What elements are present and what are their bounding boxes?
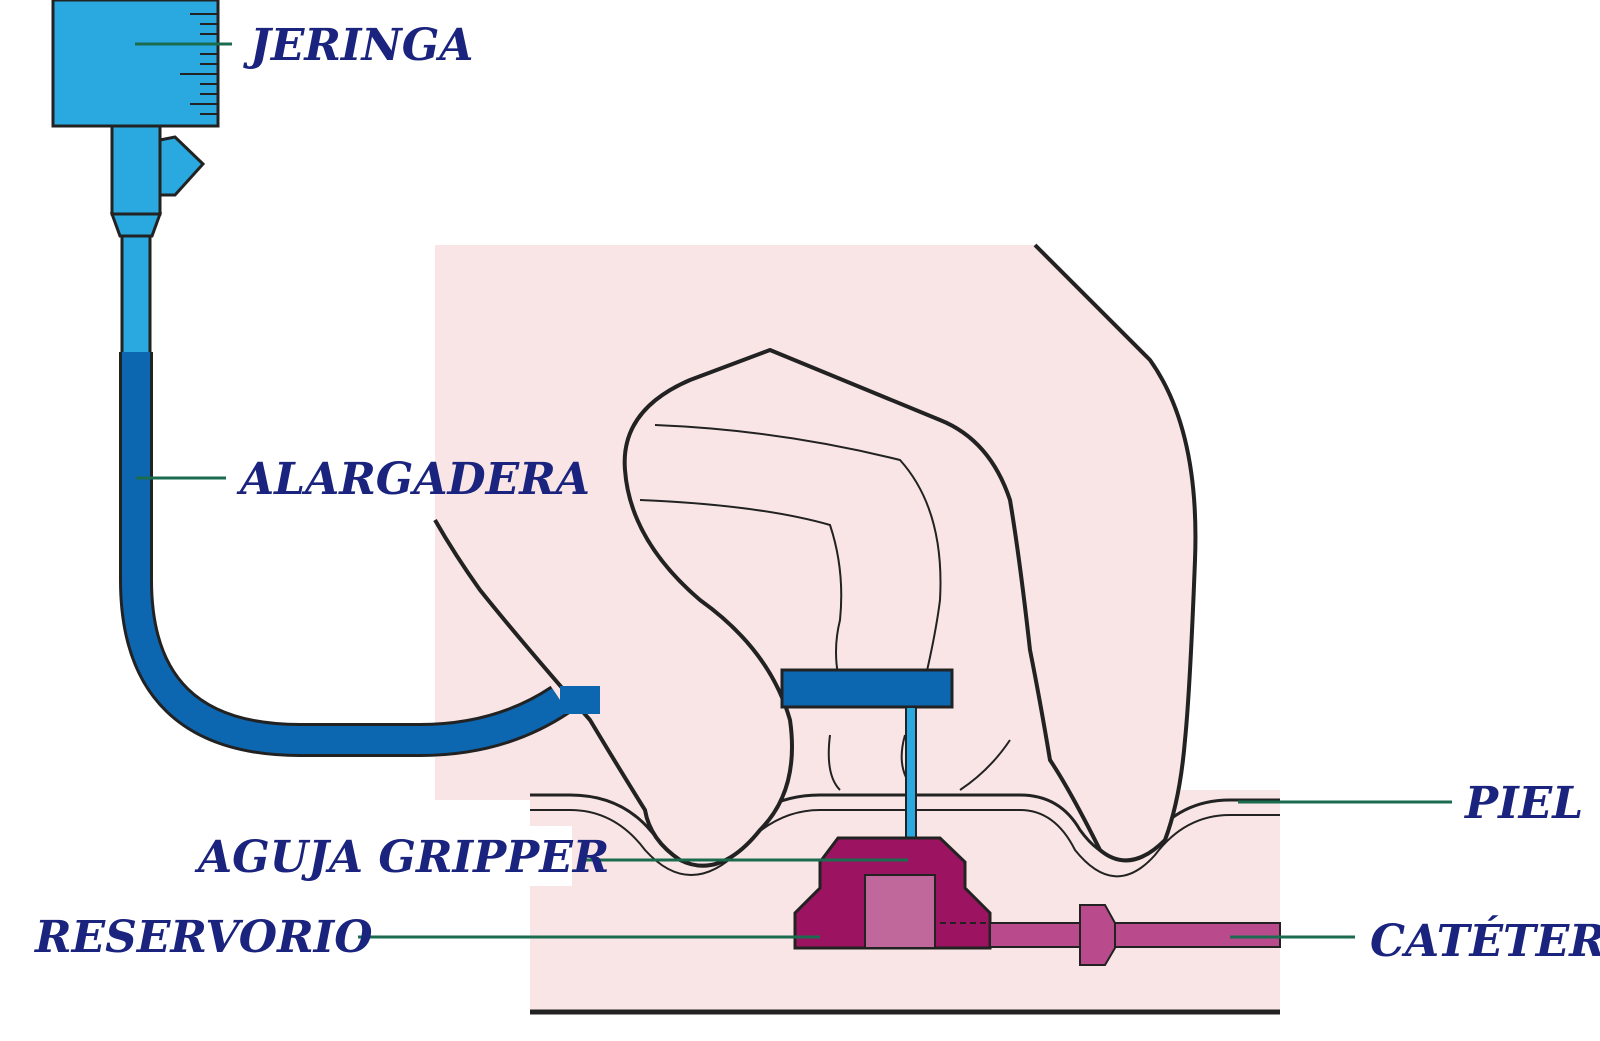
syringe-icon [51,0,220,238]
label-piel: PIEL [1463,778,1583,829]
reservoir-icon [793,836,992,950]
extension-tube [119,234,600,757]
label-alargadera: ALARGADERA [236,454,590,505]
catheter-icon [940,904,1281,966]
label-reservorio: RESERVORIO [33,912,373,963]
leader-lines [135,42,1452,939]
label-cateter: CATÉTER [1370,914,1600,967]
label-jeringa: JERINGA [243,20,473,71]
aguja-label-bg [192,826,572,886]
label-aguja-gripper: AGUJA GRIPPER [194,832,609,883]
hand-icon [433,243,1198,868]
